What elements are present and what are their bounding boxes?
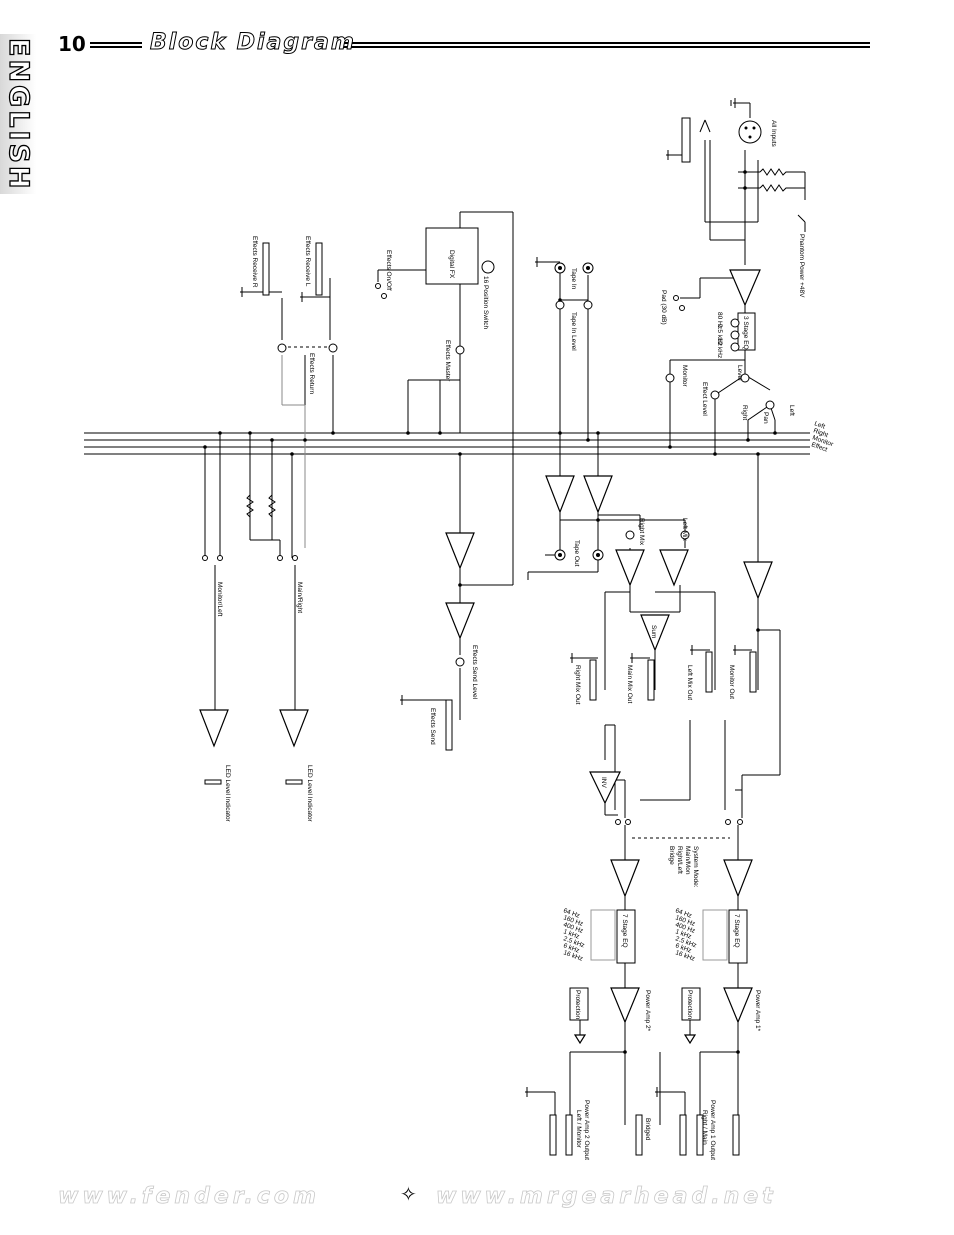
footer-separator-icon: ✧ (400, 1182, 421, 1206)
label-led-level-2: LED Level Indicator (306, 765, 313, 823)
label-position-switch: 16 Position Switch (482, 276, 489, 329)
label-right-mix: Right Mix (638, 518, 645, 546)
header-rule-right-2 (340, 46, 870, 48)
label-effects-return: Effects Return (308, 353, 315, 394)
label-tape-in-level: Tape In Level (570, 312, 577, 351)
label-bridged: Bridged (644, 1118, 651, 1141)
label-left-mix-out: Left Mix Out (686, 665, 693, 700)
label-protection-b: Protection (686, 990, 693, 1020)
label-mode-right-left: Right/Left (676, 846, 683, 874)
header-rule-left (90, 42, 142, 44)
label-bus-right: Right (812, 427, 829, 439)
label-eq3: 3 Stage EQ (742, 316, 749, 350)
label-effects-send: Effects Send (429, 708, 436, 745)
label-pa2-output-sub: Left / Monitor (575, 1110, 582, 1149)
label-power-amp-2: Power Amp 2* (644, 990, 651, 1032)
page-header: 10 Block Diagram (0, 0, 954, 70)
label-pad: Pad (30 dB) (660, 290, 667, 325)
label-12khz: 12 kHz (716, 338, 723, 358)
label-monitor-left: Monitor/Left (216, 582, 223, 617)
eq7-a-band-label: 16 kHz (562, 949, 583, 962)
label-main-right: Main/Right (296, 582, 303, 613)
label-protection-a: Protection (574, 990, 581, 1020)
label-system-mode: System Mode: (692, 846, 699, 888)
label-pa1-output-sub: Right / Main (701, 1110, 708, 1145)
label-pan: Pan (762, 412, 769, 424)
label-level: Level (736, 365, 743, 381)
label-effects-master: Effects Master (444, 340, 451, 382)
page-number: 10 (58, 32, 86, 56)
label-effects-receive-l: Effects Receive L (304, 236, 311, 287)
label-monitor-out: Monitor Out (728, 665, 735, 699)
page-title: Block Diagram (150, 30, 356, 56)
label-mode-bridge: Bridge (668, 846, 675, 865)
label-left-mix: Left Mix (681, 518, 688, 542)
header-rule-right (340, 42, 870, 44)
diagram-wiring (84, 98, 810, 1125)
label-all-inputs: All Inputs (770, 120, 777, 147)
label-mode-main-mon: Main/Mon (684, 846, 691, 875)
label-digital-fx: Digital FX (448, 250, 455, 279)
label-2-5khz: 2.5 kHz (716, 324, 723, 346)
label-main-mix-out: Main Mix Out (626, 665, 633, 703)
label-effects-send-level: Effects Send Level (471, 645, 478, 700)
language-tab-label: ENGLISH (2, 38, 34, 193)
label-right-mix-out: Right Mix Out (574, 665, 581, 705)
label-inv: INV (600, 777, 607, 789)
label-led-level-1: LED Level Indicator (224, 765, 231, 823)
label-phantom-power: Phantom Power +48V (798, 234, 805, 298)
page-footer: www.fender.com ✧ www.mrgearhead.net (58, 1182, 878, 1214)
label-tape-out: Tape Out (573, 540, 580, 567)
label-effects-onoff: Effects On/Off (385, 250, 392, 291)
header-rule-left-2 (90, 46, 142, 48)
label-effect-level: Effect Level (701, 382, 708, 416)
label-tape-in: Tape In (570, 268, 577, 290)
label-sum: Sum (650, 625, 657, 638)
label-effects-receive-r: Effects Receive R (251, 236, 258, 288)
label-pan-right: Right (741, 405, 748, 420)
label-monitor-send: Monitor (681, 365, 688, 388)
footer-url-fender[interactable]: www.fender.com (58, 1184, 320, 1210)
diagram-components (199, 117, 790, 1156)
label-pa2-output: Power Amp 2 Output (583, 1100, 590, 1160)
label-bus-left: Left (813, 420, 826, 430)
label-80hz: 80 Hz (716, 312, 723, 329)
label-eq7-a: 7 Stage EQ (621, 914, 628, 948)
footer-url-mrgearhead[interactable]: www.mrgearhead.net (436, 1184, 777, 1210)
label-power-amp-1: Power Amp 1* (754, 990, 761, 1032)
eq7-b-band-label: 16 kHz (674, 949, 695, 962)
label-pa1-output: Power Amp 1 Output (709, 1100, 716, 1160)
language-tab (0, 34, 36, 194)
label-pan-left: Left (788, 405, 795, 416)
label-eq7-b: 7 Stage EQ (733, 914, 740, 948)
